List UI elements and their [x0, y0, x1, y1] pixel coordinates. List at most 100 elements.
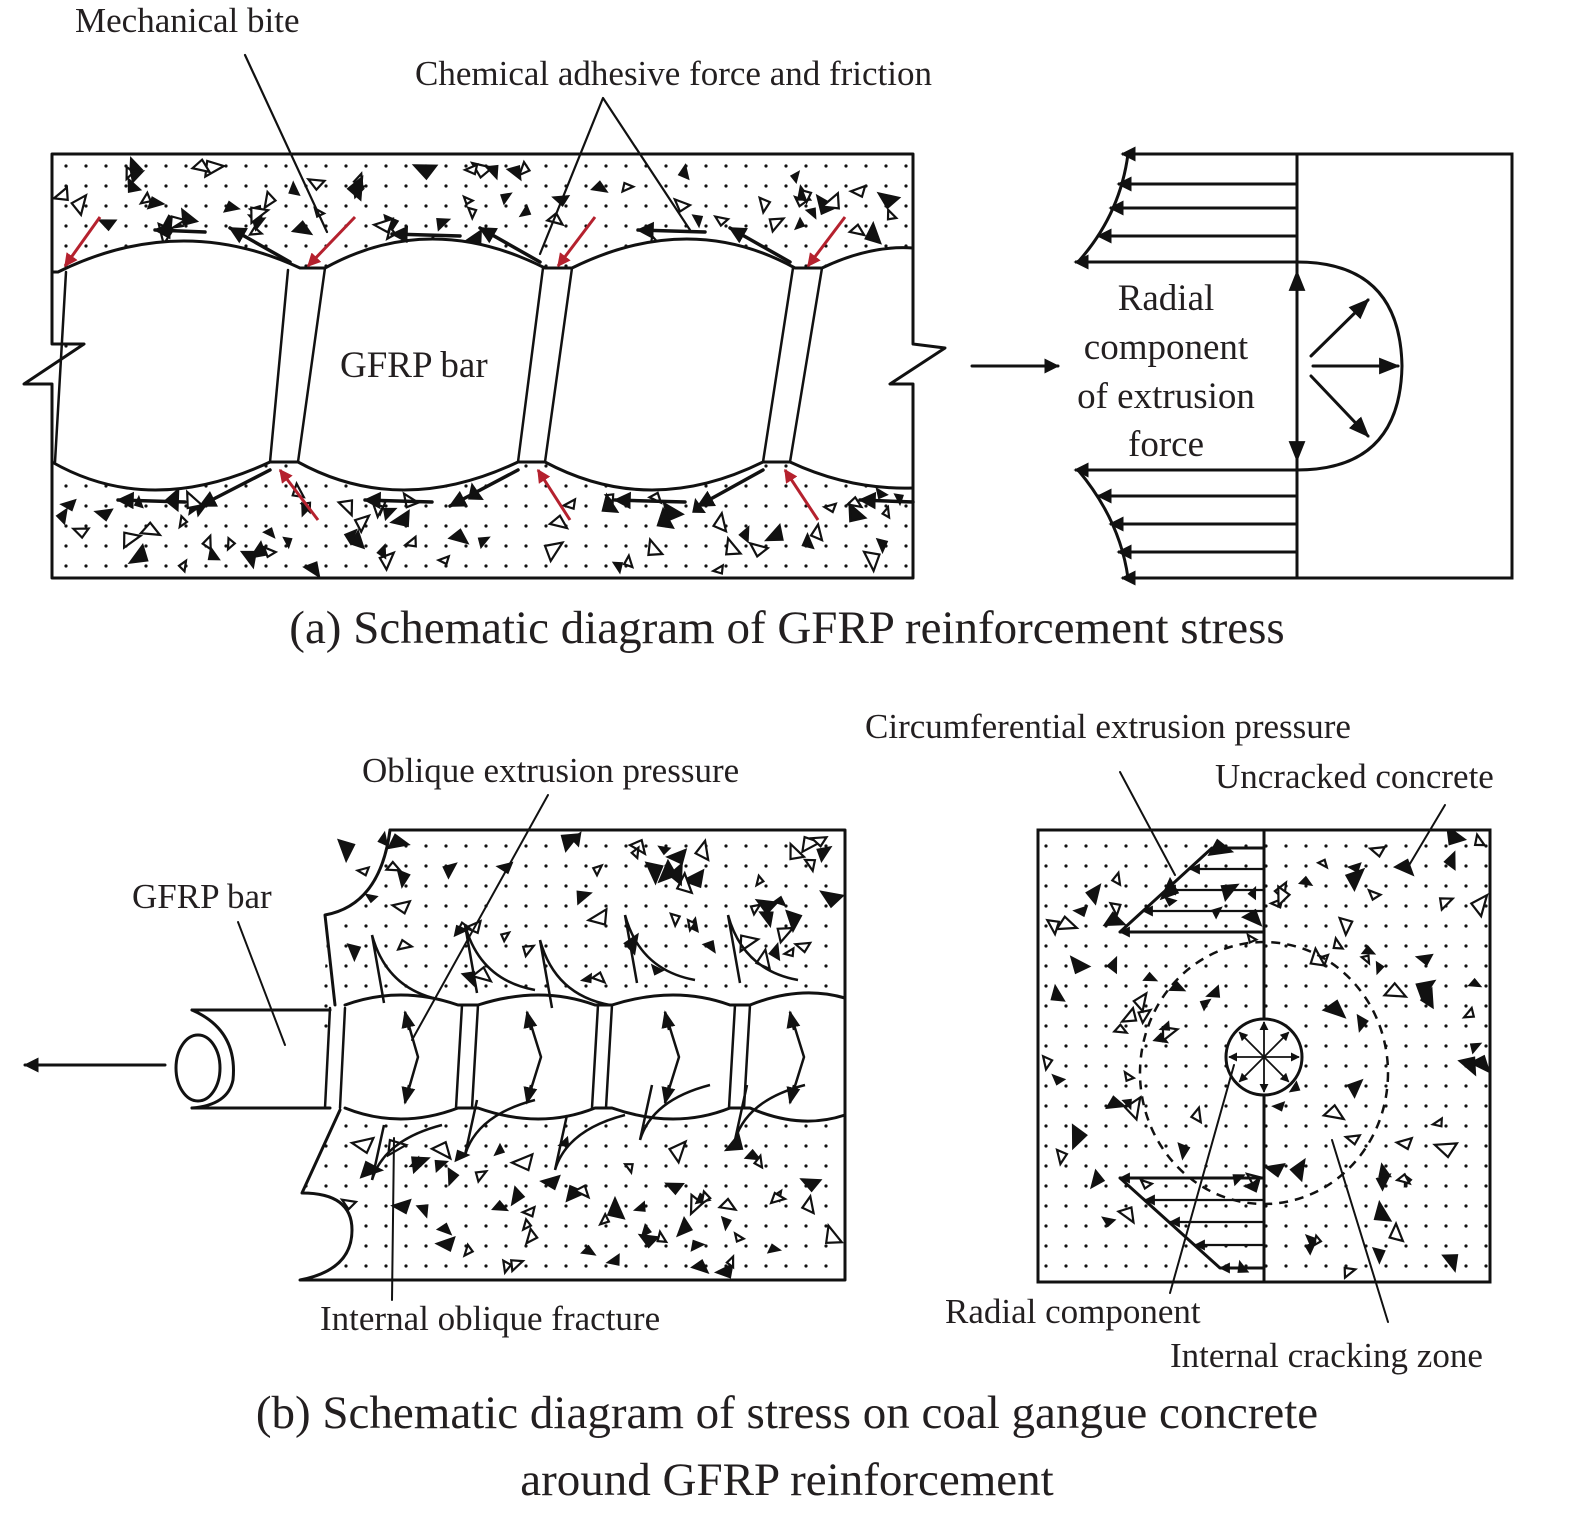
- label-radial-line3: of extrusion: [1077, 376, 1255, 417]
- aggregate-particle: [1375, 960, 1385, 976]
- aggregate-particle: [1110, 870, 1122, 887]
- panel-b: Oblique extrusion pressure GFRP bar Inte…: [23, 707, 1494, 1506]
- aggregate-particle: [435, 554, 451, 566]
- aggregate-particle: [789, 170, 801, 185]
- aggregate-particle: [801, 531, 815, 550]
- aggregate-particle: [1106, 955, 1118, 975]
- aggregate-particle: [402, 534, 417, 548]
- aggregate-particle: [693, 838, 710, 862]
- aggregate-particle: [1288, 1080, 1301, 1093]
- aggregate-particle: [768, 217, 786, 234]
- aggregate-particle: [1438, 897, 1456, 912]
- aggregate-particles: [1041, 830, 1490, 1280]
- aggregate-particle: [190, 158, 212, 174]
- label-gfrp-bar-b: GFRP bar: [132, 877, 272, 916]
- aggregate-particle: [1469, 893, 1489, 919]
- aggregate-particle: [519, 1205, 537, 1218]
- aggregate-particle: [1199, 998, 1212, 1012]
- label-oblique-extrusion: Oblique extrusion pressure: [362, 751, 739, 790]
- aggregate-particle: [752, 1153, 764, 1170]
- aggregate-particle: [1360, 945, 1377, 955]
- aggregate-particle: [55, 507, 68, 526]
- aggregate-particle: [1177, 1142, 1191, 1161]
- aggregate-particle: [1072, 905, 1089, 918]
- aggregate-particle: [1121, 1098, 1132, 1111]
- aggregate-particle: [138, 190, 153, 205]
- red-arrow: [63, 216, 102, 268]
- aggregate-particle: [1392, 858, 1415, 877]
- aggregate-particle: [589, 970, 607, 985]
- aggregate-particle: [1321, 999, 1347, 1019]
- aggregate-particle: [768, 942, 781, 962]
- aggregate-particle: [436, 218, 452, 232]
- aggregate-particle: [226, 535, 237, 552]
- aggregate-particle: [1189, 1105, 1203, 1125]
- aggregate-particle: [434, 1159, 450, 1173]
- aggregate-particle: [290, 220, 314, 236]
- aggregate-particle: [390, 1198, 412, 1215]
- aggregate-particle: [1168, 980, 1187, 992]
- aggregate-particle: [724, 535, 743, 556]
- aggregate-particle: [543, 541, 565, 564]
- aggregate-particle: [585, 907, 608, 927]
- aggregate-particle: [93, 508, 114, 522]
- aggregate-particle: [1051, 1073, 1067, 1086]
- aggregate-particle: [738, 525, 750, 544]
- aggregate-particle: [1441, 1254, 1459, 1273]
- aggregate-particle: [129, 156, 144, 172]
- leader-circumferential: [1119, 771, 1176, 876]
- aggregate-particle: [510, 1185, 526, 1207]
- aggregate-particle: [177, 558, 188, 574]
- aggregate-particle: [336, 499, 354, 518]
- aggregate-particle: [1101, 1216, 1117, 1228]
- aggregate-particle: [893, 493, 904, 507]
- aggregate-particle: [282, 536, 293, 550]
- oblique-pressure-arrows: [401, 1010, 806, 1105]
- aggregate-particle: [622, 1163, 634, 1176]
- aggregate-particle: [1123, 1095, 1142, 1122]
- aggregate-particle: [701, 940, 716, 954]
- aggregate-particle: [591, 863, 604, 878]
- aggregate-particle: [484, 164, 499, 181]
- aggregate-particle: [733, 1231, 747, 1244]
- aggregate-particle: [382, 507, 398, 522]
- aggregate-particle: [1332, 935, 1345, 950]
- aggregate-particle: [1289, 1157, 1306, 1183]
- aggregate-particle: [1359, 954, 1371, 966]
- concrete-block-a: [22, 152, 947, 580]
- aggregate-particle: [415, 1204, 429, 1219]
- aggregate-particle: [491, 1199, 510, 1212]
- aggregate-particle: [386, 1138, 409, 1158]
- aggregate-particle: [1297, 875, 1314, 887]
- aggregate-particle: [1071, 1123, 1088, 1151]
- aggregate-particle: [763, 523, 784, 542]
- label-radial-component: Radial component: [945, 1292, 1201, 1331]
- aggregate-particle: [1271, 1101, 1286, 1112]
- aggregate-particle: [606, 1195, 626, 1220]
- aggregate-particle: [570, 831, 582, 848]
- aggregate-particle: [1041, 1054, 1054, 1073]
- aggregate-particle: [758, 911, 774, 929]
- red-arrow: [806, 216, 847, 268]
- aggregate-particle: [713, 1262, 734, 1279]
- aggregate-particle: [590, 180, 609, 193]
- red-arrow: [556, 216, 597, 268]
- aggregate-particle: [500, 192, 513, 206]
- aggregate-particle: [346, 943, 362, 963]
- aggregate-particle: [1461, 1005, 1476, 1019]
- aggregate-particle: [122, 531, 144, 550]
- leader-mechanical-bite: [243, 53, 329, 234]
- aggregate-particle: [875, 486, 889, 500]
- label-radial-line4: force: [1128, 424, 1204, 465]
- label-chemical-adhesive: Chemical adhesive force and friction: [415, 54, 932, 93]
- aggregate-particle: [1373, 1199, 1393, 1222]
- bar-ribs: [53, 266, 824, 464]
- aggregate-particle: [1277, 884, 1292, 908]
- aggregate-particle: [127, 542, 149, 565]
- aggregate-particle: [169, 215, 188, 232]
- aggregate-particle: [1321, 1103, 1347, 1121]
- aggregate-particle: [717, 1197, 738, 1212]
- aggregate-particle: [146, 196, 166, 210]
- aggregate-particle: [547, 514, 570, 530]
- aggregate-particle: [521, 944, 537, 959]
